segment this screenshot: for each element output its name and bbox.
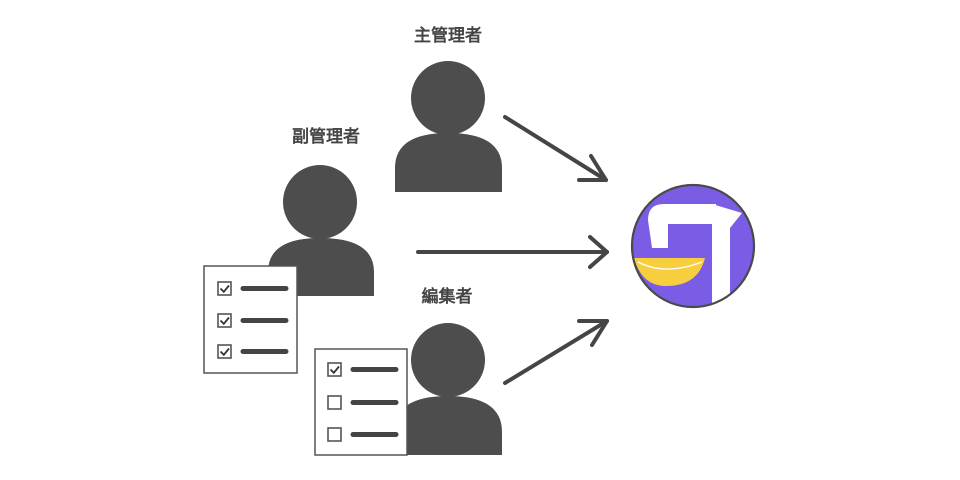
checkbox (327, 362, 342, 377)
primary-admin-person-icon (395, 61, 502, 192)
check-mark-icon (219, 284, 230, 294)
primary-admin-label: 主管理者 (414, 25, 482, 46)
check-mark-icon (329, 365, 340, 375)
checklist-row (327, 395, 399, 410)
checkbox (217, 281, 232, 296)
sub-admin-label: 副管理者 (292, 126, 360, 147)
check-mark-icon (219, 347, 230, 357)
sub-admin-person-icon (268, 165, 374, 296)
check-mark-icon (219, 316, 230, 326)
sub-admin-arrow (416, 235, 609, 269)
checklist-row (327, 427, 399, 442)
checklist-row (327, 362, 399, 377)
checklist-row (217, 344, 289, 359)
checkbox (327, 427, 342, 442)
editor-label: 編集者 (422, 286, 473, 307)
checklist-row (217, 313, 289, 328)
checkbox (217, 313, 232, 328)
editor-arrow (503, 319, 609, 385)
primary-admin-arrow (503, 115, 608, 182)
editor-person-icon (394, 323, 502, 455)
checkbox (217, 344, 232, 359)
checkbox (327, 395, 342, 410)
sub-admin-checklist-icon (203, 265, 298, 374)
editor-checklist-icon (314, 348, 408, 456)
app-logo-icon (630, 183, 756, 309)
checklist-row (217, 281, 289, 296)
